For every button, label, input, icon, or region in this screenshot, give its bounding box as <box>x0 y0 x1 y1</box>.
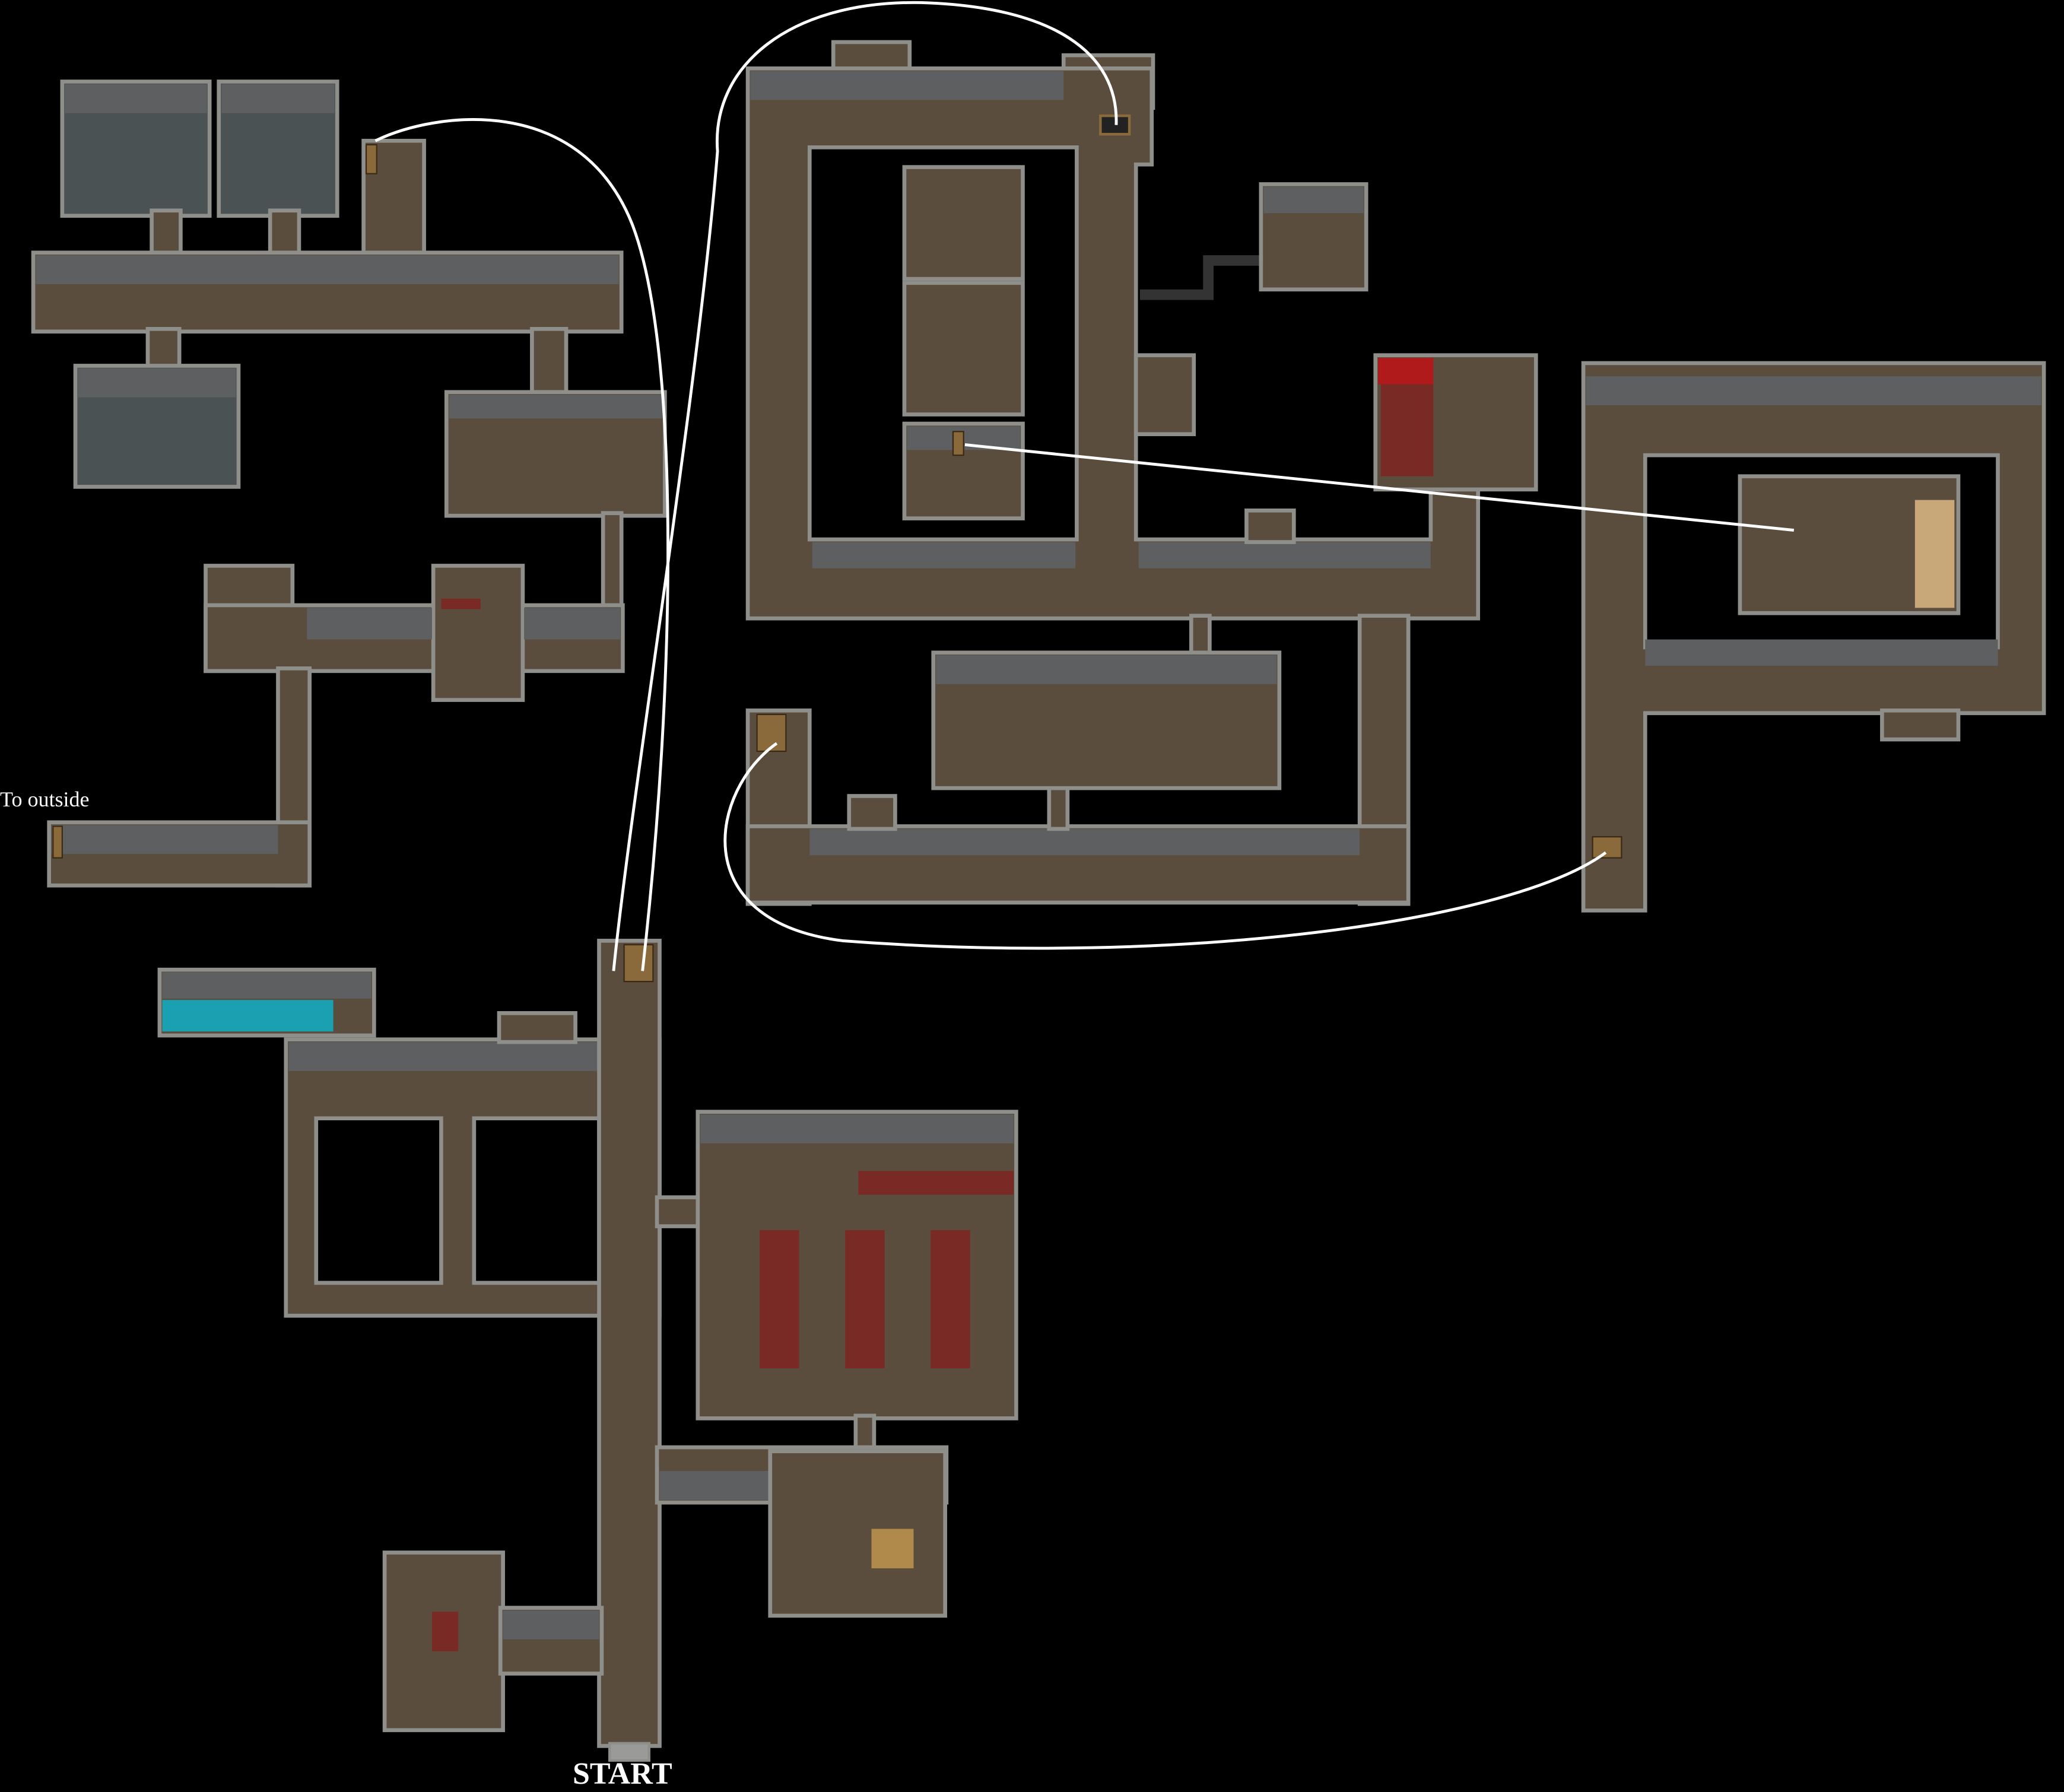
kitchen-room <box>902 165 1025 281</box>
ladder-icon[interactable] <box>365 144 377 174</box>
ladder-icon[interactable] <box>52 825 63 859</box>
to-outside-label: To outside <box>0 787 90 811</box>
area-east <box>1581 361 2046 913</box>
connection-line <box>374 118 670 971</box>
pantry-room <box>902 281 1025 417</box>
stairs-icon[interactable] <box>756 713 787 752</box>
connection-line <box>723 742 1607 950</box>
room <box>431 564 525 702</box>
east-ring-corridor <box>1581 361 2046 913</box>
area-middle <box>745 614 1411 906</box>
workshop-room <box>768 1449 947 1618</box>
connection-line <box>612 1 1118 971</box>
ring-corridor <box>745 66 1480 621</box>
main-corridor <box>597 939 662 1748</box>
stairs-icon[interactable] <box>1592 836 1622 859</box>
stairs-icon[interactable] <box>623 943 654 983</box>
area-south <box>157 939 1018 1762</box>
connections <box>374 1 1795 971</box>
area-northwest <box>31 80 667 888</box>
entrance-tile[interactable] <box>608 1742 650 1762</box>
area-north-central <box>745 40 1538 621</box>
ladder-icon[interactable] <box>952 431 964 456</box>
start-label: START <box>573 1757 672 1791</box>
connection-line <box>964 443 1795 532</box>
